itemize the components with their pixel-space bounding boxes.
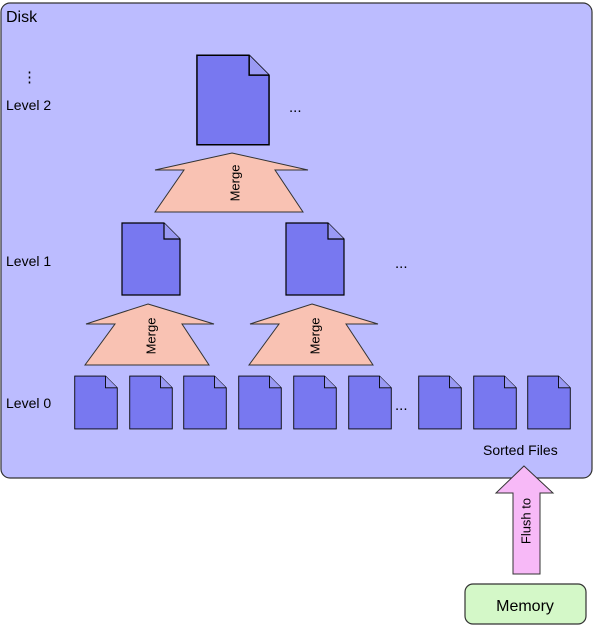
level-0-file-icon [129,375,173,430]
merge-label: Merge [143,318,158,355]
level-1-file-icon [285,222,345,296]
merge-label: Merge [307,318,322,355]
level-1-label: Level 1 [6,253,51,269]
sorted-files-label: Sorted Files [483,442,558,458]
level-0-label: Level 0 [6,395,51,411]
level-0-file-icon [183,375,227,430]
level-1-ellipsis: ... [395,255,408,272]
memory-box [464,583,587,625]
merge-arrow-level-1: Merge [84,303,215,366]
level-2-ellipsis: ... [289,99,302,116]
level-1-file-icon [121,222,181,296]
merge-label: Merge [227,165,242,202]
merge-arrow-level-2: Merge [154,152,309,213]
memory-label: Memory [496,598,554,615]
level-ellipsis: ⋮ [22,69,37,86]
level-0-file-icon [293,375,337,430]
flush-label: Flush to [518,498,533,544]
disk-title: Disk [6,9,38,26]
level-2-file-icon [196,54,270,146]
level-0-file-icon [238,375,282,430]
level-0-file-icon [473,375,517,430]
level-0-file-icon [418,375,462,430]
level-0-file-icon [348,375,392,430]
flush-arrow: Flush to [494,465,555,575]
level-2-label: Level 2 [6,97,51,113]
level-0-file-icon [74,375,118,430]
level-0-file-icon [527,375,571,430]
merge-arrow-level-1: Merge [248,303,379,366]
level-0-ellipsis: ... [395,397,408,414]
